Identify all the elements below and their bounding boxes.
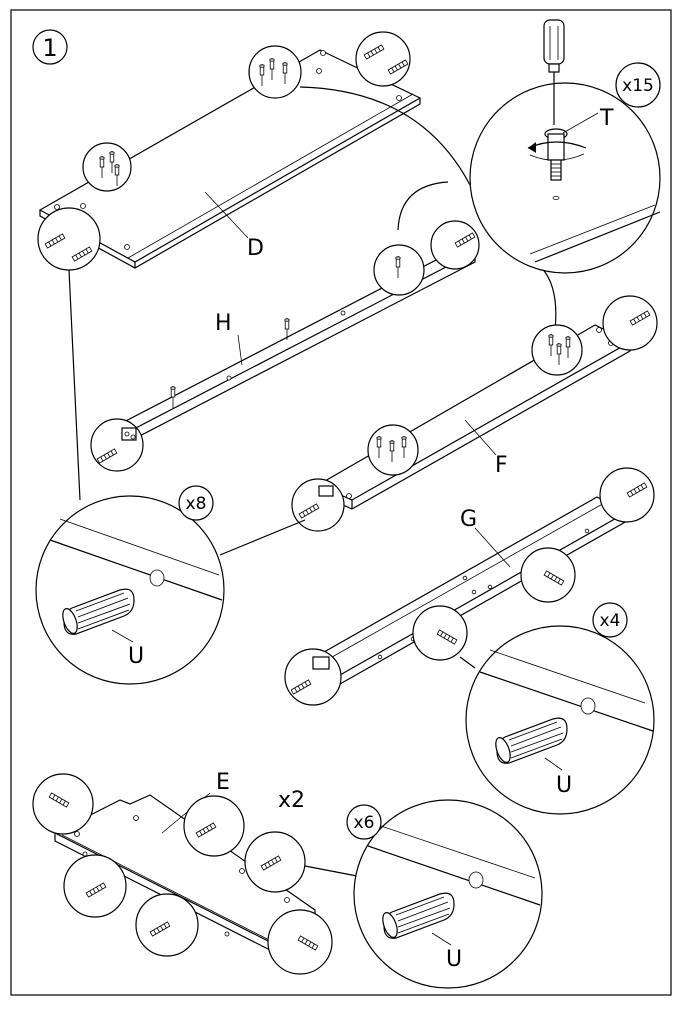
dowel-quantity-main: x8 — [186, 494, 207, 514]
rail-g: G — [308, 496, 629, 685]
detail-leader-d — [299, 86, 471, 186]
panel-e-dowel-callout-top-left — [32, 773, 94, 835]
detail-leader-x8-right — [219, 519, 306, 556]
step-number-badge: 1 — [32, 29, 68, 65]
part-label-t: T — [599, 106, 614, 131]
rail-g-dowel-callout-mid-right — [520, 547, 576, 603]
screw-quantity: x15 — [622, 76, 654, 96]
panel-e-dowel-callout-left — [63, 854, 127, 918]
panel-e-dowel-callout-top-right — [183, 795, 245, 857]
panel-d-dowel-callout-left — [37, 207, 101, 271]
rail-g-dowel-callout-mid — [412, 605, 468, 661]
screwdriver-detail: T — [469, 19, 661, 274]
dowel-detail-g: U — [465, 625, 655, 815]
screwdriver-handle-icon — [543, 19, 565, 65]
dowel-label-e: U — [446, 947, 462, 972]
part-label-d: D — [247, 236, 264, 261]
page-border — [10, 9, 672, 996]
detail-leader-x4 — [459, 656, 476, 669]
panel-e-quantity: x2 — [278, 788, 305, 813]
part-label-g: G — [460, 507, 477, 532]
rail-f-screw-callout-left — [367, 424, 419, 476]
part-label-f: F — [495, 453, 508, 478]
dowel-quantity-badge-main: x8 — [178, 485, 214, 521]
panel-d-screw-callout-right — [248, 45, 302, 99]
rail-f: F — [316, 324, 632, 510]
rail-f-dowel-callout-left — [291, 478, 345, 532]
step-number: 1 — [42, 34, 57, 62]
detail-leader-h — [397, 181, 449, 231]
dowel-quantity-g: x4 — [600, 611, 621, 631]
dowel-quantity-badge-e: x6 — [346, 804, 382, 840]
panel-e-dowel-callout-bottom-mid — [135, 893, 199, 957]
detail-leader-x8-top — [68, 269, 81, 501]
dowel-label-g: U — [556, 773, 572, 798]
panel-d: D — [38, 49, 422, 269]
dowel-quantity-e: x6 — [354, 813, 375, 833]
panel-d-dowel-callout-right — [355, 31, 411, 87]
dowel-quantity-badge-g: x4 — [592, 602, 628, 638]
screw-quantity-badge: x15 — [615, 62, 661, 108]
dowel-label-main: U — [128, 644, 144, 669]
dowel-detail-e: U — [353, 799, 543, 989]
dowel-detail-main: U — [35, 495, 225, 685]
rail-f-screw-callout-right — [531, 324, 583, 376]
rail-g-dowel-callout-left — [284, 648, 342, 706]
part-label-h: H — [215, 311, 232, 336]
rail-h-screw-callout — [373, 244, 425, 296]
rail-f-dowel-callout-right — [602, 295, 658, 351]
rail-g-dowel-callout-right — [599, 467, 655, 523]
rail-h-dowel-callout-left — [90, 418, 144, 472]
panel-d-screw-callout-left — [82, 142, 132, 192]
part-label-e: E — [216, 770, 230, 795]
panel-e-dowel-callout-mid-right — [244, 831, 306, 893]
rail-h-dowel-callout-right — [430, 220, 480, 270]
detail-leader-x6 — [304, 865, 358, 877]
panel-e-dowel-callout-bottom-right — [267, 909, 333, 975]
